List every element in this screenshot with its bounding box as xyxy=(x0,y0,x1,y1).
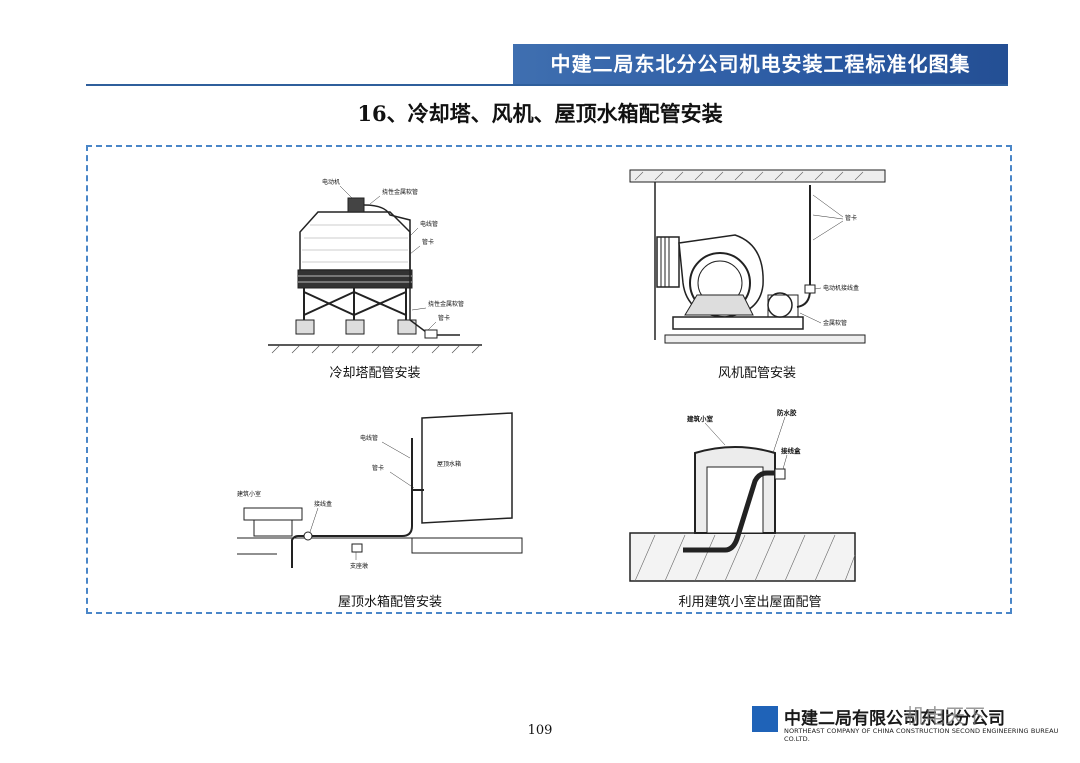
label-junction-box: 接线盒 xyxy=(781,446,801,455)
roof-room-diagram: 建筑小室 防水胶 接线盒 xyxy=(629,408,856,582)
label-pipe-clamp: 管卡 xyxy=(422,238,434,246)
figure-frame xyxy=(86,145,1012,614)
fan-caption: 风机配管安装 xyxy=(717,366,796,381)
label-pipe-clamp-2: 管卡 xyxy=(438,314,450,322)
roof-room-caption: 利用建筑小室出屋面配管 xyxy=(678,595,822,610)
label-tank: 屋顶水箱 xyxy=(437,460,461,468)
header-title: 中建二局东北分公司机电安装工程标准化图集 xyxy=(550,52,971,76)
label-pipe-clamp: 管卡 xyxy=(845,214,857,222)
company-name: 中建二局有限公司东北分公司 xyxy=(784,709,1005,729)
fan-diagram: 管卡 电动机接线盒 金属软管 xyxy=(629,169,886,344)
header-banner: 中建二局东北分公司机电安装工程标准化图集 xyxy=(513,44,1008,84)
label-junction-box: 电动机接线盒 xyxy=(823,284,859,292)
label-flex-hose-2: 挠性金属软管 xyxy=(428,300,464,308)
company-name-en: NORTHEAST COMPANY OF CHINA CONSTRUCTION … xyxy=(784,727,1059,743)
label-pipe-clamp: 管卡 xyxy=(372,464,384,472)
label-flex-hose: 挠性金属软管 xyxy=(382,188,418,196)
page-title: 16、冷却塔、风机、屋顶水箱配管安装 xyxy=(357,101,723,126)
company-logo-icon xyxy=(752,706,778,732)
label-support: 支座墩 xyxy=(350,562,368,570)
label-junction-box: 接线盒 xyxy=(314,500,332,508)
label-conduit: 电线管 xyxy=(360,434,378,442)
label-metal-hose: 金属软管 xyxy=(823,319,847,327)
watermark: 机电天下 xyxy=(905,704,985,728)
cooling-tower-diagram: 电动机 挠性金属软管 电线管 管卡 挠性金属软管 管卡 xyxy=(268,178,482,354)
header-rule xyxy=(86,84,1008,86)
roof-tank-diagram: 电线管 管卡 屋顶水箱 建筑小室 接线盒 支座墩 xyxy=(237,412,523,570)
page-number: 109 xyxy=(527,723,553,738)
label-small-room: 建筑小室 xyxy=(686,414,714,423)
cooling-tower-caption: 冷却塔配管安装 xyxy=(329,366,421,381)
label-small-room: 建筑小室 xyxy=(237,490,261,498)
label-waterproof: 防水胶 xyxy=(777,408,797,417)
label-conduit: 电线管 xyxy=(420,220,438,228)
label-motor: 电动机 xyxy=(322,178,340,186)
roof-tank-caption: 屋顶水箱配管安装 xyxy=(337,595,442,610)
